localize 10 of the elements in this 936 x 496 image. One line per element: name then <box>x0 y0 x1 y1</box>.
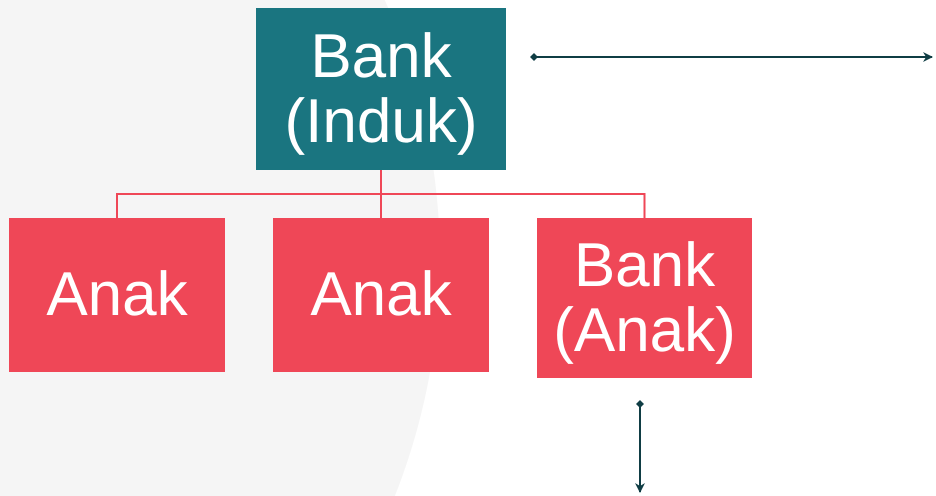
box-label: Anak <box>310 262 452 328</box>
box-label: Bank (Anak) <box>552 232 737 364</box>
org-box <box>256 8 506 170</box>
arrow <box>635 400 645 493</box>
org-box <box>273 218 489 372</box>
box-label: Anak <box>46 262 188 328</box>
arrow <box>530 52 933 62</box>
org-box <box>537 218 752 378</box>
org-box <box>9 218 225 372</box>
box-label: Bank (Induk) <box>284 24 478 154</box>
